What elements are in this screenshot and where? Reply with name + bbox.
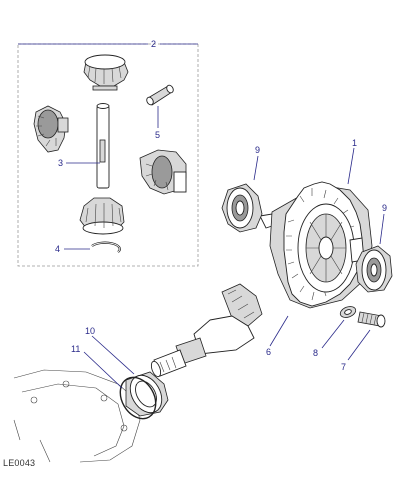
callout-9-left: 9 [255, 145, 260, 155]
callout-7: 7 [341, 362, 346, 372]
pinion-gear-left [33, 105, 69, 153]
pinion-gear-right [139, 149, 187, 195]
drive-pinion [150, 283, 263, 378]
callout-5: 5 [155, 130, 160, 140]
axle-housing [13, 369, 141, 463]
callout-3: 3 [58, 158, 63, 168]
callout-11: 11 [71, 344, 80, 354]
callout-1: 1 [352, 138, 357, 148]
roll-pin [146, 84, 174, 106]
bolt [357, 311, 386, 328]
callout-4: 4 [55, 244, 60, 254]
circlip [91, 241, 121, 253]
pinion-bearing-cup [125, 371, 169, 417]
reference-code: LE0043 [3, 458, 36, 468]
callout-8: 8 [313, 348, 318, 358]
bearing-right [355, 245, 393, 293]
differential-assembly [259, 181, 373, 309]
callout-6: 6 [266, 347, 271, 357]
side-gear-top [83, 54, 129, 91]
side-gear-bottom [79, 197, 125, 235]
shim [119, 376, 157, 420]
callout-10: 10 [85, 326, 95, 336]
bearing-left [221, 183, 263, 233]
callout-2: 2 [151, 39, 156, 49]
washer [339, 306, 357, 318]
callout-9-right: 9 [382, 203, 387, 213]
cross-shaft [96, 103, 110, 189]
